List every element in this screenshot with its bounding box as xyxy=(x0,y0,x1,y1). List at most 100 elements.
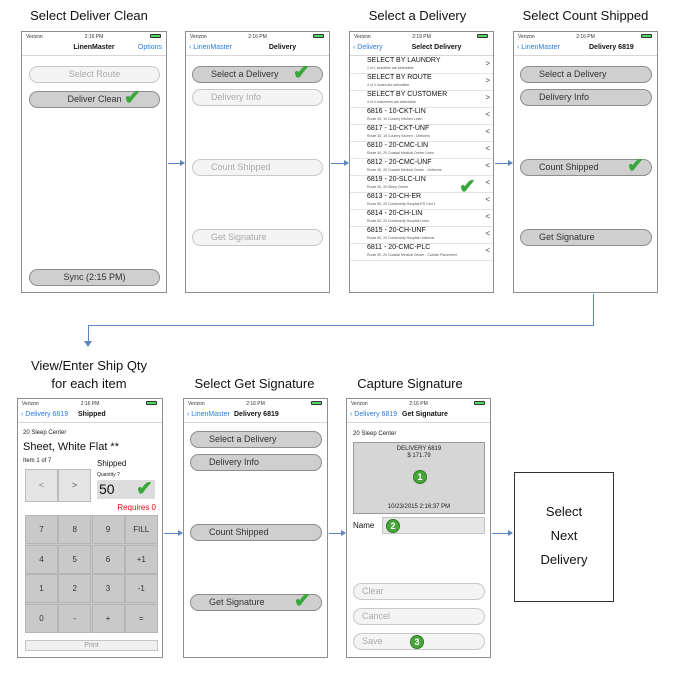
list-item-subtitle: Route 50, 20 Coastal Medical Center - Cu… xyxy=(367,253,457,257)
keypad-key[interactable]: 5 xyxy=(58,544,92,574)
delivery-info-button[interactable]: Delivery Info xyxy=(192,89,323,106)
list-item-title: 6816 - 10-CKT-LIN xyxy=(367,108,426,115)
print-button[interactable]: Print xyxy=(25,640,158,651)
chevron-left-icon: < xyxy=(485,195,490,204)
list-item-title: SELECT BY LAUNDRY xyxy=(367,57,441,64)
back-button[interactable]: ‹ Delivery 6819 xyxy=(21,411,69,418)
back-button[interactable]: ‹ LinenMaster xyxy=(187,411,230,418)
prev-item-button[interactable]: < xyxy=(25,469,58,502)
keypad-key[interactable]: 3 xyxy=(91,574,125,603)
delivery-amount: $ 171.79 xyxy=(407,453,431,459)
list-item-title: SELECT BY ROUTE xyxy=(367,74,432,81)
battery-icon xyxy=(146,401,157,405)
nav-bar: ‹ Delivery 6819 Shipped xyxy=(18,408,162,423)
cancel-button[interactable]: Cancel xyxy=(353,608,485,625)
select-route-button[interactable]: Select Route xyxy=(29,66,160,83)
keypad-key[interactable]: 1 xyxy=(25,574,58,603)
keypad-key[interactable]: 0 xyxy=(25,603,58,633)
name-label: Name xyxy=(353,521,375,530)
chevron-left-icon: < xyxy=(485,178,490,187)
keypad-key[interactable]: = xyxy=(124,603,158,633)
back-button[interactable]: ‹ Delivery xyxy=(353,44,383,51)
keypad-key[interactable]: 7 xyxy=(25,515,58,544)
list-item-subtitle: Route 40, 20 Sleep Center xyxy=(367,185,409,189)
keypad-key[interactable]: FILL xyxy=(124,515,158,544)
count-shipped-button[interactable]: Count Shipped xyxy=(192,159,323,176)
back-button[interactable]: ‹ Delivery 6819 xyxy=(350,411,398,418)
keypad-key[interactable]: 6 xyxy=(91,544,125,574)
screen-delivery-6819-signature: Verizon 2:16 PM ‹ LinenMaster Delivery 6… xyxy=(183,398,328,658)
status-bar: Verizon 2:16 PM xyxy=(22,32,166,41)
list-item-title: 6810 - 20-CMC-LIN xyxy=(367,142,429,149)
carrier-label: Verizon xyxy=(22,401,39,407)
list-item-subtitle: 1 of 1 laundries are selectable xyxy=(367,66,414,70)
quantity-label: Quantity ? xyxy=(97,472,120,478)
caption-select-get-signature: Select Get Signature xyxy=(194,376,315,391)
select-a-delivery-button[interactable]: Select a Delivery xyxy=(190,431,322,448)
flow-arrow-5 xyxy=(329,530,346,536)
flow-arrow-2 xyxy=(331,160,349,166)
nav-bar: ‹ LinenMaster Delivery xyxy=(186,41,329,56)
delivery-info-button[interactable]: Delivery Info xyxy=(190,454,322,471)
get-signature-button[interactable]: Get Signature xyxy=(190,594,322,611)
list-item-subtitle: Route 40, 20 Coastal Medical Center Line… xyxy=(367,151,434,155)
screen-get-signature: Verizon 2:16 PM ‹ Delivery 6819 Get Sign… xyxy=(346,398,491,658)
name-input[interactable] xyxy=(382,517,485,534)
keypad-key[interactable]: 2 xyxy=(58,574,92,603)
back-button[interactable]: ‹ LinenMaster xyxy=(189,44,232,51)
sync-button[interactable]: Sync (2:15 PM) xyxy=(29,269,160,286)
options-button[interactable]: Options xyxy=(137,44,162,51)
next-item-button[interactable]: > xyxy=(58,469,91,502)
deliver-clean-button[interactable]: Deliver Clean xyxy=(29,91,160,108)
list-item-title: 6812 - 20-CMC-UNF xyxy=(367,159,432,166)
count-shipped-button[interactable]: Count Shipped xyxy=(190,524,322,541)
get-signature-button[interactable]: Get Signature xyxy=(192,229,323,246)
list-item[interactable]: 6810 - 20-CMC-LIN Route 40, 20 Coastal Me… xyxy=(350,141,493,159)
nav-title: Delivery 6819 xyxy=(589,44,634,51)
status-bar: Verizon 2:16 PM xyxy=(514,32,657,41)
list-item[interactable]: SELECT BY LAUNDRY 1 of 1 laundries are se… xyxy=(350,56,493,74)
list-item-subtitle: 4 of 4 customers are selectable xyxy=(367,100,416,104)
screen-delivery-6819: Verizon 2:16 PM ‹ LinenMaster Delivery 6… xyxy=(513,31,658,293)
next-box-line1: Select xyxy=(545,504,583,519)
chevron-left-icon: < xyxy=(485,212,490,221)
clear-button[interactable]: Clear xyxy=(353,583,485,600)
battery-icon xyxy=(641,34,652,38)
keypad-key[interactable]: - xyxy=(58,603,92,633)
delivery-info-button[interactable]: Delivery Info xyxy=(520,89,652,106)
carrier-label: Verizon xyxy=(351,401,368,407)
chevron-right-icon: > xyxy=(485,76,490,85)
select-a-delivery-button[interactable]: Select a Delivery xyxy=(520,66,652,83)
keypad-key[interactable]: +1 xyxy=(124,544,158,574)
count-shipped-button[interactable]: Count Shipped xyxy=(520,159,652,176)
battery-icon xyxy=(313,34,324,38)
list-item-title: 6817 - 10-CKT-UNF xyxy=(367,125,430,132)
signature-pad[interactable]: DELIVERY 6819 $ 171.79 1 10/23/2015 2:16… xyxy=(353,442,485,514)
checkmark-icon: ✔ xyxy=(136,478,153,500)
battery-icon xyxy=(477,34,488,38)
screen-delivery: Verizon 2:16 PM ‹ LinenMaster Delivery S… xyxy=(185,31,330,293)
select-a-delivery-button[interactable]: Select a Delivery xyxy=(192,66,323,83)
carrier-label: Verizon xyxy=(188,401,205,407)
quantity-input[interactable]: 50 xyxy=(97,480,155,499)
back-button[interactable]: ‹ LinenMaster xyxy=(517,44,560,51)
keypad-key[interactable]: + xyxy=(91,603,125,633)
keypad-key[interactable]: -1 xyxy=(124,574,158,603)
signature-timestamp: 10/23/2015 2:16:37 PM xyxy=(387,504,451,510)
list-item-title: 6814 - 20-CH-LIN xyxy=(367,210,423,217)
get-signature-button[interactable]: Get Signature xyxy=(520,229,652,246)
keypad-key[interactable]: 9 xyxy=(91,515,125,544)
nav-bar: LinenMaster Options xyxy=(22,41,166,56)
keypad-key[interactable]: 8 xyxy=(58,515,92,544)
keypad-key[interactable]: 4 xyxy=(25,544,58,574)
